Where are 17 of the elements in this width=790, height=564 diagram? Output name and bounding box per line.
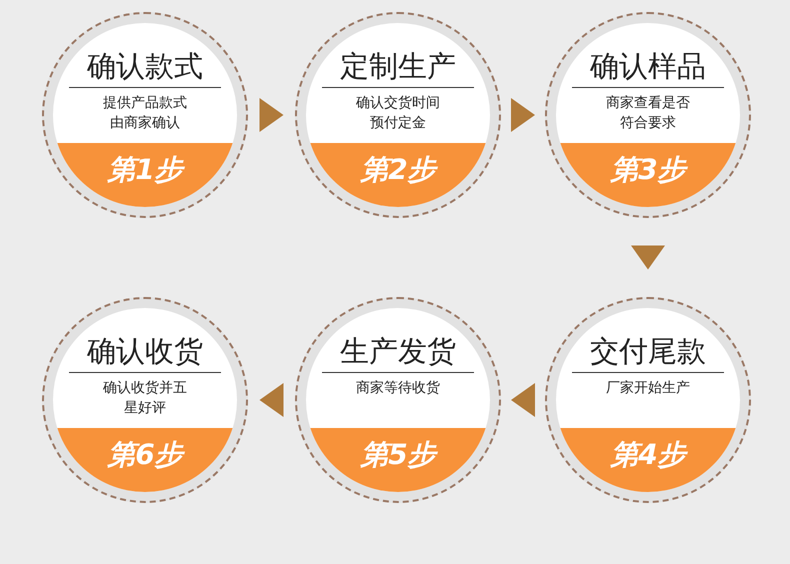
step-description: 厂家开始生产 [605, 379, 691, 398]
arrow [260, 98, 284, 132]
step-description: 确认交货时间预付定金 [355, 94, 441, 133]
step-description: 商家等待收货 [355, 379, 441, 398]
step-description: 提供产品款式由商家确认 [102, 94, 188, 133]
step-title: 确认款式 [86, 49, 204, 83]
step-title: 生产发货 [339, 334, 457, 368]
arrow [511, 383, 535, 417]
step-description: 商家查看是否符合要求 [605, 94, 691, 133]
step-description: 确认收货并五星好评 [102, 379, 188, 418]
step-title: 定制生产 [339, 49, 457, 83]
step-title: 确认收货 [86, 334, 204, 368]
step-title: 确认样品 [589, 49, 707, 83]
arrow [511, 98, 535, 132]
step-title: 交付尾款 [589, 334, 707, 368]
arrow [260, 383, 284, 417]
arrow [631, 246, 665, 270]
